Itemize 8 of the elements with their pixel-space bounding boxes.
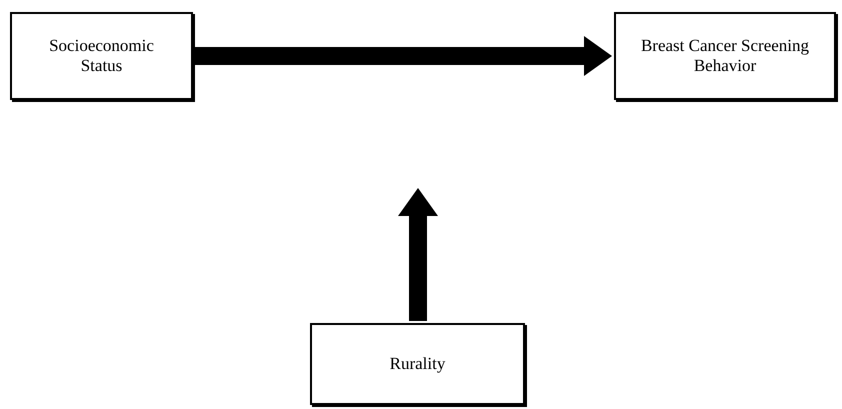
box-label: Breast Cancer Screening Behavior	[640, 36, 810, 76]
concept-box	[614, 12, 836, 100]
box-label: Socioeconomic Status	[48, 36, 155, 76]
box-label: Rurality	[390, 354, 446, 374]
arrow	[398, 188, 438, 321]
concept-box	[310, 323, 525, 405]
arrow	[195, 36, 612, 76]
concept-box	[10, 12, 193, 100]
